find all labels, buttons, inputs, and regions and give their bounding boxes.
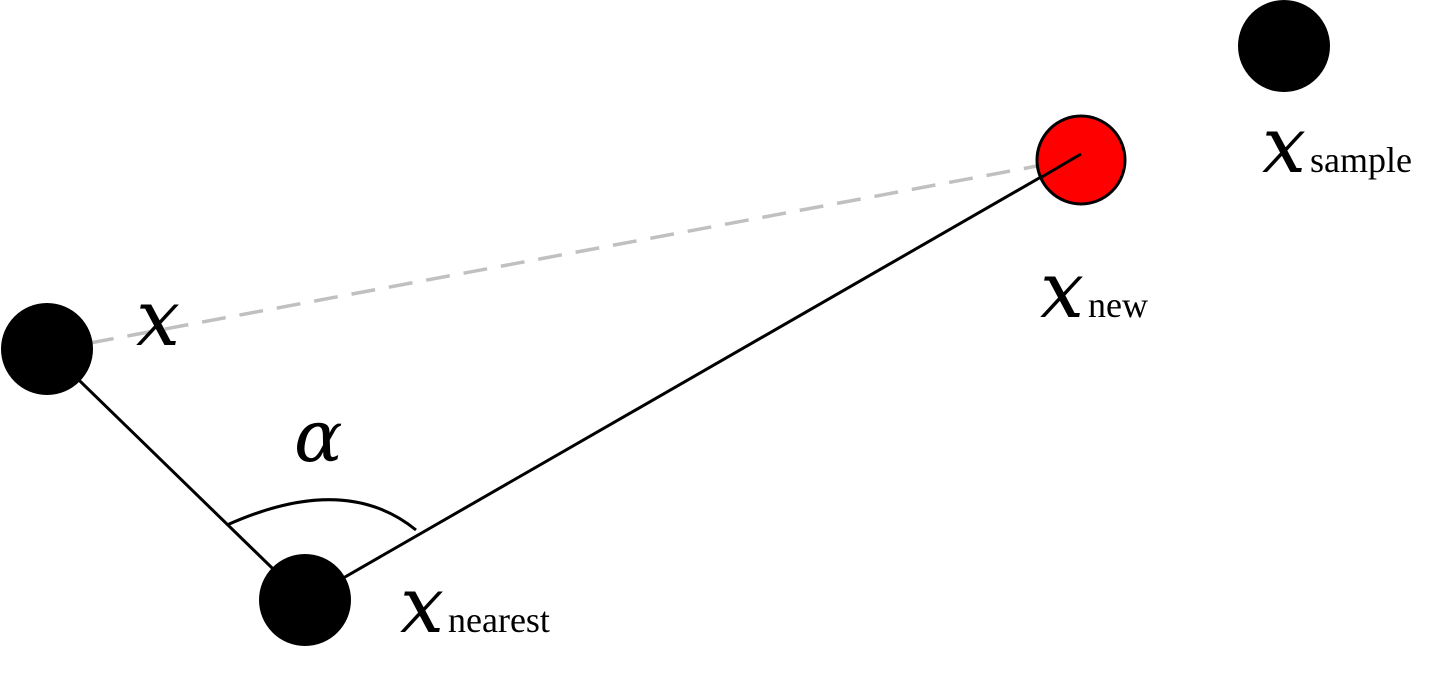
edge-nearest-to-new-tip [1039,152,1082,180]
label-x: x [136,274,180,364]
node-nearest [259,554,351,646]
dashed-edge-x-to-new [89,156,1081,345]
node-sample [1238,0,1330,92]
node-new [1035,114,1127,206]
edge-nearest-to-new [304,152,1082,602]
label-alpha: α [294,394,343,478]
node-x [1,303,93,395]
angle-arc [226,498,417,532]
edge-x-to-nearest [45,347,307,602]
